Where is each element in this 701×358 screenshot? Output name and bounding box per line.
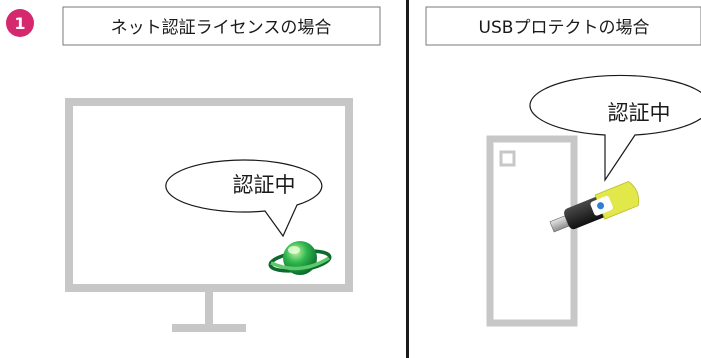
- globe-ring-front: [270, 256, 330, 271]
- left-speech-bubble: 認証中: [165, 159, 323, 238]
- right-panel-title: USBプロテクトの場合: [479, 18, 650, 38]
- step-number: 1: [14, 14, 25, 33]
- panel-divider: [406, 0, 409, 358]
- monitor-neck: [205, 292, 213, 328]
- right-panel-header: USBプロテクトの場合: [425, 6, 701, 46]
- step-badge: 1: [6, 9, 34, 37]
- monitor-frame: [65, 98, 353, 292]
- right-title-box: [425, 6, 701, 46]
- left-panel-header: ネット認証ライセンスの場合: [62, 6, 381, 46]
- right-speech-bubble: 認証中: [529, 74, 701, 182]
- right-bubble-shape: [529, 74, 701, 182]
- network-globe-icon: [268, 241, 332, 275]
- monitor-base: [172, 324, 246, 332]
- left-title-box: [62, 6, 381, 46]
- tower-pc-illustration: [486, 135, 578, 327]
- usb-dongle-icon: [549, 181, 640, 233]
- left-bubble-shape: [165, 159, 323, 238]
- step-badge-circle: [6, 9, 34, 37]
- left-panel-title: ネット認証ライセンスの場合: [111, 18, 332, 38]
- monitor-illustration: [65, 98, 353, 332]
- right-bubble-text: 認証中: [608, 101, 671, 125]
- power-button-icon: [499, 150, 516, 167]
- usb-logo-icon: [597, 202, 605, 210]
- globe-highlight: [288, 246, 300, 254]
- left-bubble-text: 認証中: [233, 173, 296, 197]
- tower-case: [486, 135, 578, 327]
